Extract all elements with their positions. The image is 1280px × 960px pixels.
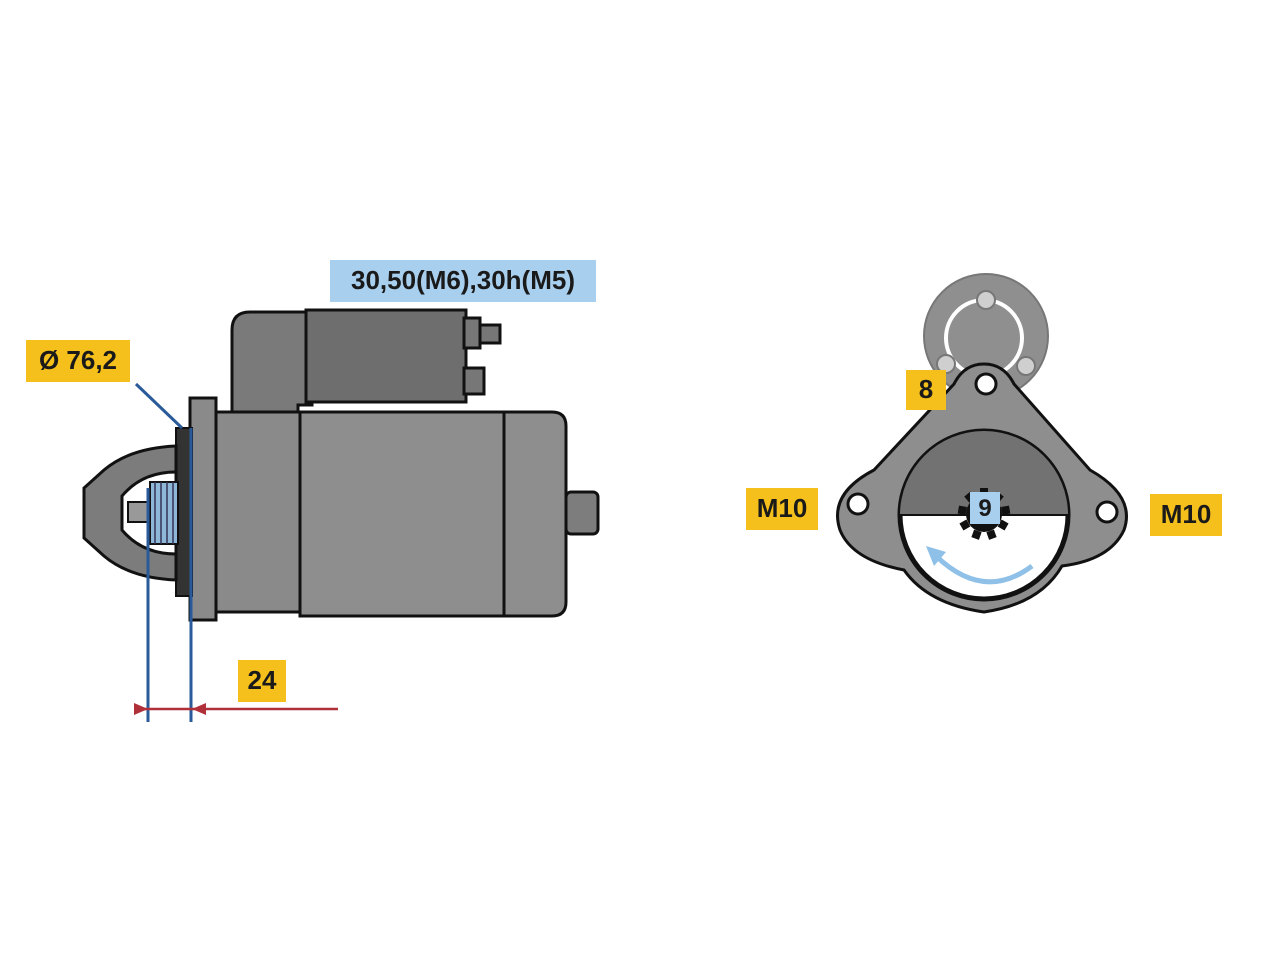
solenoid-terminal-bottom (462, 366, 486, 396)
pinion-tooth (1001, 505, 1011, 515)
solenoid-bracket (230, 310, 314, 422)
rear-bearing-cap (564, 490, 600, 536)
pinion-tooth (957, 505, 967, 515)
label-mount-right-text: M10 (1161, 499, 1212, 529)
mount-hole-right (1095, 500, 1119, 524)
mount-hole-left (846, 492, 870, 516)
label-bolt-holes-bg (906, 370, 946, 410)
drive-housing (212, 410, 306, 614)
label-mount-left-text: M10 (757, 493, 808, 523)
pinion-tooth (959, 519, 971, 531)
label-diameter: Ø 76,2 (26, 340, 130, 382)
label-mount-left-bg (746, 488, 818, 530)
label-pinion-teeth-text: 9 (978, 495, 991, 522)
diameter-leader (134, 382, 184, 430)
label-mount-right: M10 (1150, 494, 1222, 536)
pinion-gear (149, 481, 179, 545)
offset-arrowhead-right (192, 703, 206, 715)
label-bolt-holes: 8 (906, 370, 946, 410)
label-pinion-teeth-bg (970, 492, 1000, 524)
label-flange-offset-text: 24 (248, 665, 277, 695)
center-opening-shade (900, 431, 1068, 515)
label-terminals-text: 30,50(M6),30h(M5) (351, 265, 575, 295)
label-terminals: 30,50(M6),30h(M5) (330, 260, 596, 302)
label-mount-right-bg (1150, 494, 1222, 536)
solenoid-terminal-top (462, 316, 482, 350)
rear-screw-right (1016, 356, 1036, 376)
side-view (82, 308, 600, 722)
label-diameter-text: Ø 76,2 (39, 345, 117, 375)
pinion-tooth (997, 519, 1009, 531)
label-terminals-bg (330, 260, 596, 302)
motor-body (298, 410, 568, 618)
label-diameter-bg (26, 340, 130, 382)
rotation-arrow (934, 554, 1034, 585)
solenoid-terminal-stud (478, 323, 502, 345)
rotation-arrowhead (926, 546, 946, 566)
front-view (836, 273, 1128, 614)
pinion-tooth (971, 529, 982, 540)
offset-arrowhead-left (134, 703, 148, 715)
mounting-flange (188, 396, 218, 622)
solenoid (304, 308, 468, 404)
label-flange-offset-bg (238, 660, 286, 702)
label-flange-offset: 24 (238, 660, 286, 702)
rear-screw-top (976, 290, 996, 310)
label-mount-left: M10 (746, 488, 818, 530)
label-bolt-holes-text: 8 (919, 374, 933, 404)
label-pinion-teeth: 9 (970, 492, 1000, 524)
pinion-tooth (986, 529, 997, 540)
mount-hole-top (974, 372, 998, 396)
